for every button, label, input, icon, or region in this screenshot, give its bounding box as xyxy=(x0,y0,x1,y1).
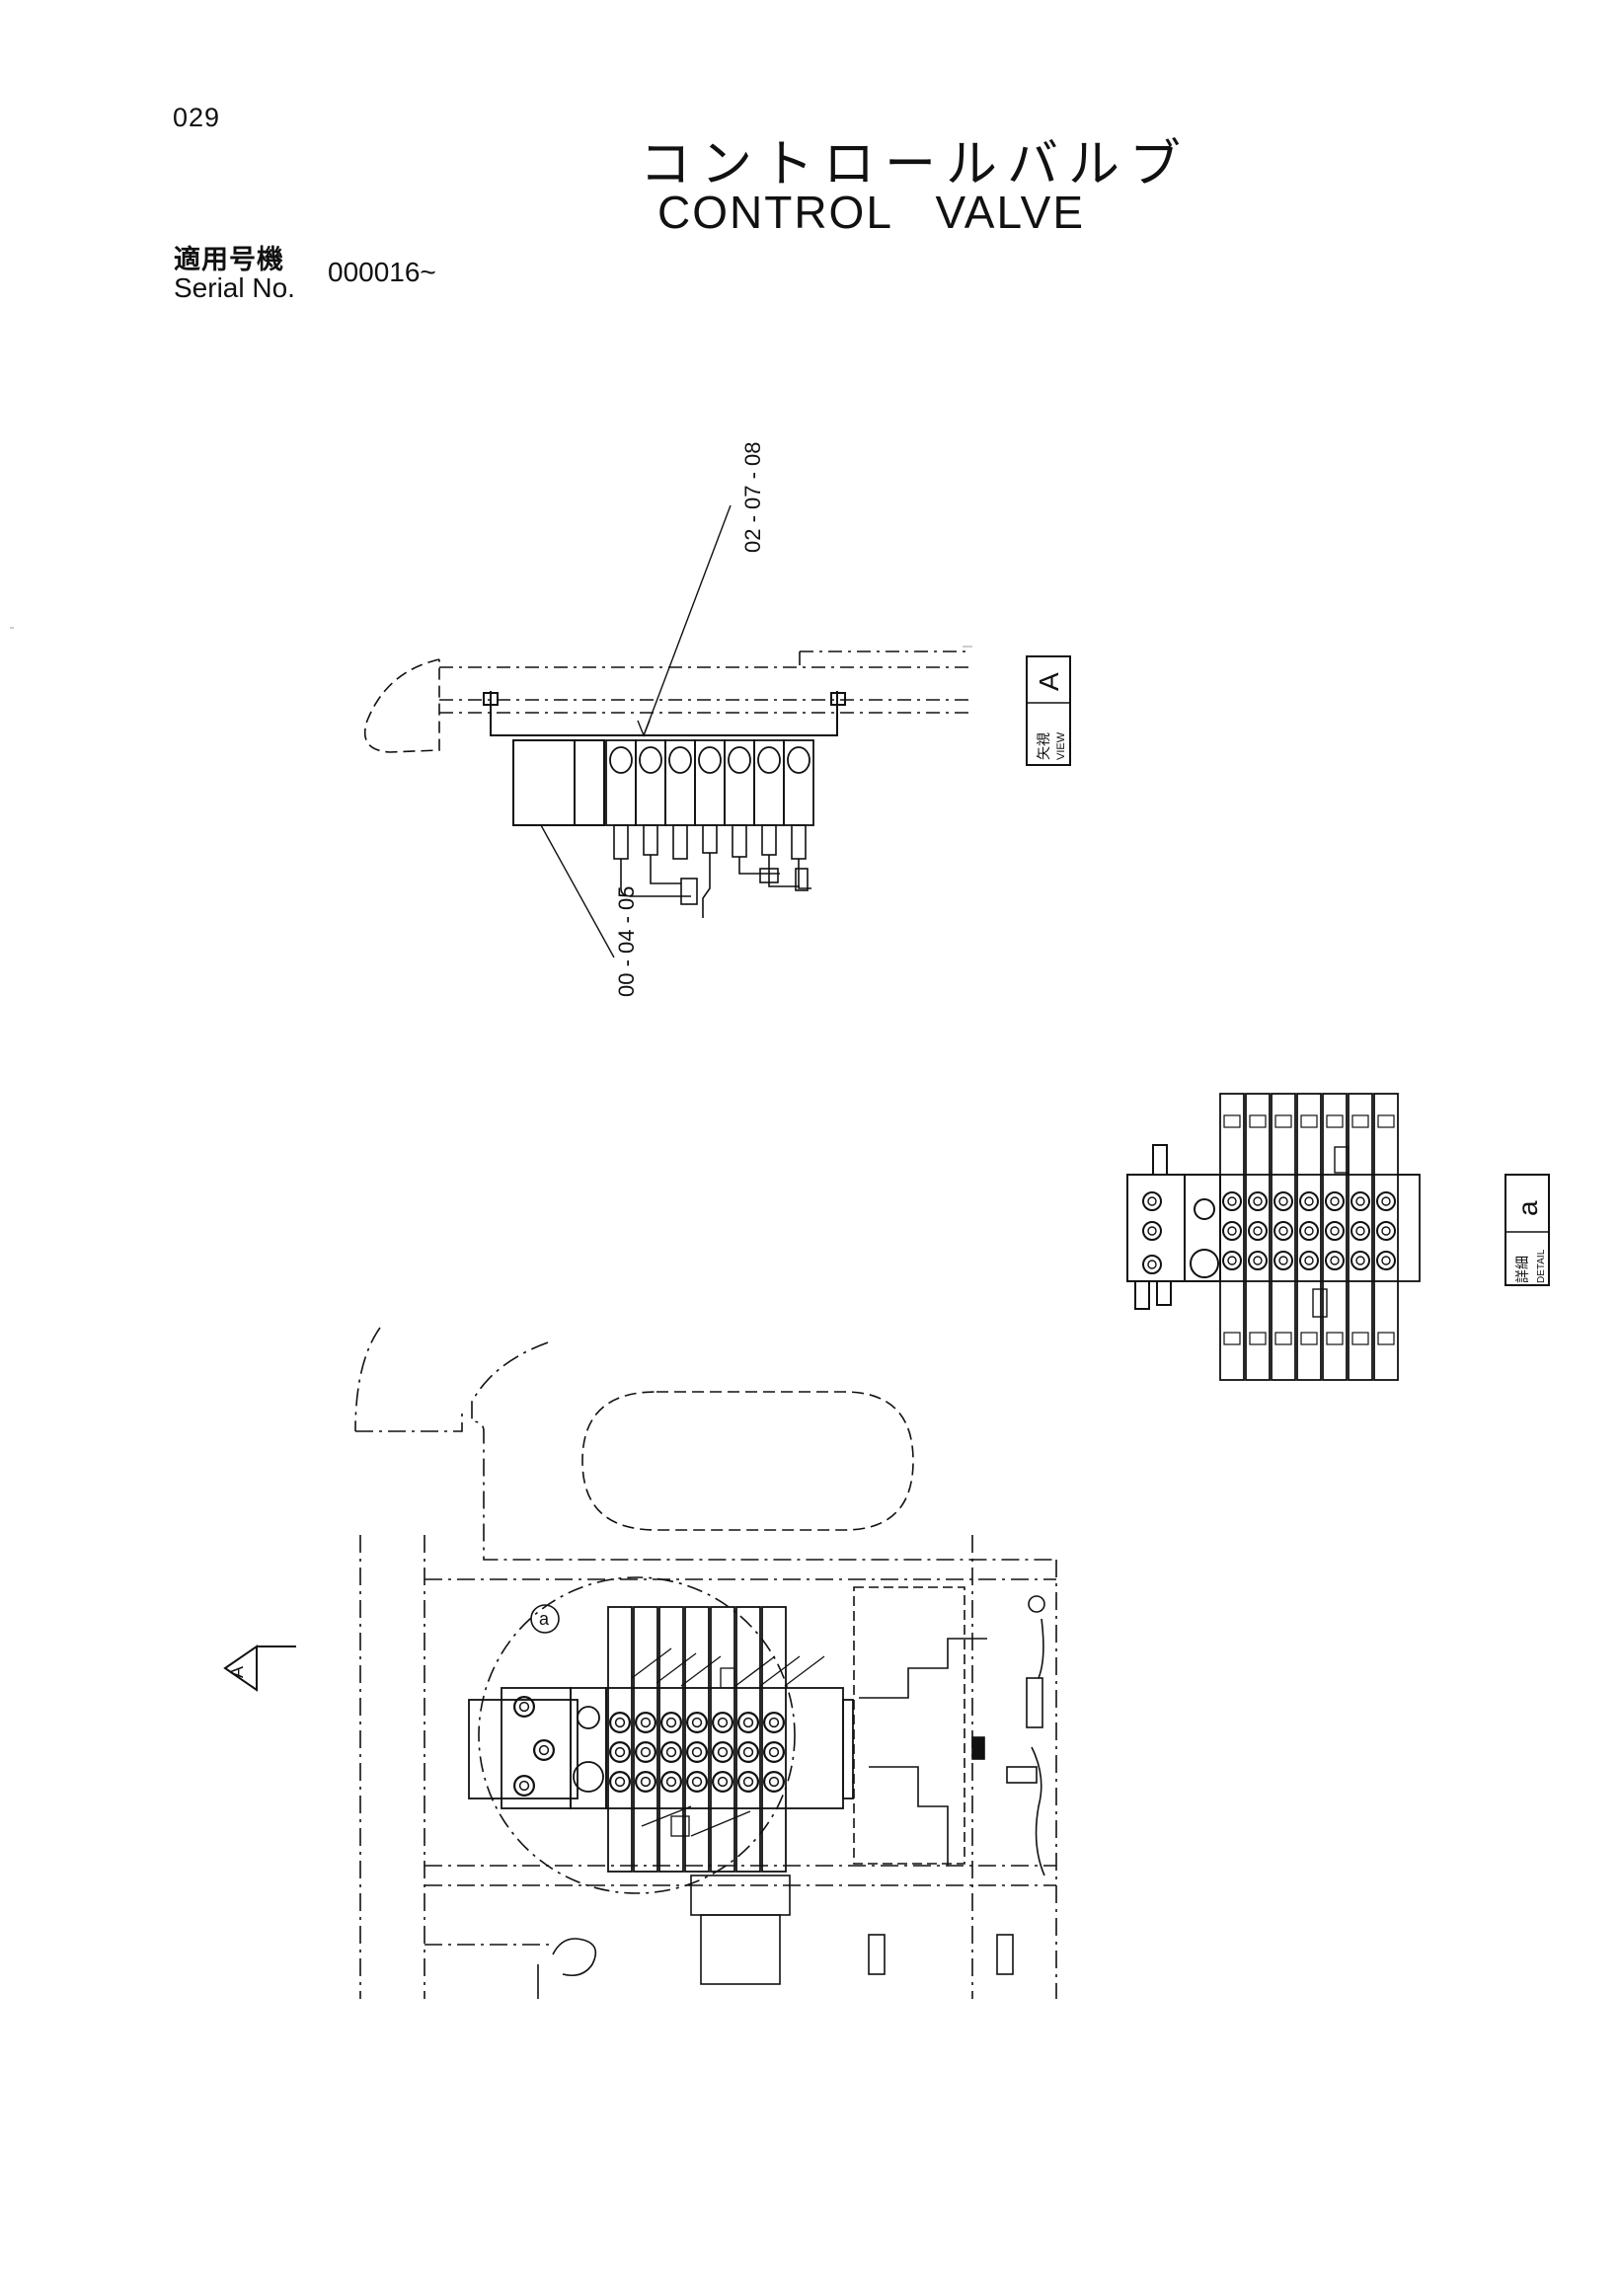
serial-number-range: 000016~ xyxy=(328,257,436,287)
page-number: 029 xyxy=(173,103,221,132)
frame-beam xyxy=(439,651,969,714)
detail-inlet-large-port xyxy=(1194,1198,1215,1220)
detail-a-view xyxy=(1126,1093,1421,1381)
upper-leader-arrow xyxy=(637,720,651,737)
detail-port-grid xyxy=(1222,1191,1396,1270)
page-title-japanese: コントロールバルブ xyxy=(640,136,1192,193)
serial-label-japanese: 適用号機 xyxy=(174,245,284,274)
bracket-bolt-left xyxy=(483,692,499,706)
inlet-block-front xyxy=(574,739,605,826)
side-view-fittings xyxy=(613,824,811,918)
view-a-label-box: A 矢視 VIEW xyxy=(1026,655,1071,766)
detail-top-fitting xyxy=(1152,1144,1168,1176)
view-a-letter: A xyxy=(1034,672,1064,691)
plan-valve-assembly xyxy=(468,1606,854,1873)
detail-a-circle-tag xyxy=(530,1604,560,1634)
serial-label-english: Serial No. xyxy=(174,272,295,303)
detail-inlet-port-1 xyxy=(1142,1191,1162,1211)
plan-hoses xyxy=(631,1647,825,1837)
detail-a-circle-label: a xyxy=(539,1609,550,1629)
detail-top-pressure-fitting xyxy=(1334,1146,1350,1174)
oval-cutout xyxy=(581,1391,914,1531)
upper-leader-line xyxy=(643,504,732,736)
view-a-label-en: VIEW xyxy=(1055,731,1067,760)
view-a-arrow-label: A xyxy=(227,1666,247,1678)
bracket-bolt-right xyxy=(830,692,846,706)
left-mount-outline xyxy=(363,658,440,753)
plan-right-hardware xyxy=(853,1586,1045,1876)
view-a-label-jp: 矢視 xyxy=(1036,732,1051,760)
crop-marks xyxy=(10,627,972,648)
detail-a-letter: a xyxy=(1512,1200,1543,1216)
detail-bottom-fitting-left xyxy=(1134,1280,1150,1310)
upper-part-number: 02 - 07 - 08 xyxy=(740,441,765,553)
detail-inlet-port-3 xyxy=(1142,1255,1162,1274)
plan-outline-chain xyxy=(354,1327,1057,1999)
lower-leader-line xyxy=(540,824,615,958)
plan-port-grid xyxy=(609,1712,785,1793)
detail-inlet-main-port xyxy=(1190,1249,1219,1278)
detail-a-label-jp: 詳細 xyxy=(1514,1256,1530,1283)
plan-lower-mechanism xyxy=(537,1875,1014,1999)
mounting-bracket xyxy=(490,691,838,736)
inlet-block xyxy=(512,739,576,826)
plan-view: a xyxy=(354,1327,1057,1999)
side-view xyxy=(363,504,969,958)
detail-a-label-en: DETAIL xyxy=(1536,1249,1547,1283)
valve-sections-side xyxy=(605,739,814,826)
detail-bottom-fitting-right xyxy=(1156,1280,1172,1306)
detail-a-circle xyxy=(478,1576,796,1894)
view-a-arrow: A xyxy=(223,1645,296,1692)
detail-valve-sections xyxy=(1219,1093,1421,1381)
detail-a-label-box: a 詳細 DETAIL xyxy=(1504,1174,1550,1286)
page-title-english: CONTROL VALVE xyxy=(657,187,1086,238)
detail-inlet-port-2 xyxy=(1142,1221,1162,1241)
detail-bottom-pressure-fitting xyxy=(1312,1288,1328,1318)
lower-part-number: 00 - 04 - 05 xyxy=(614,885,639,997)
